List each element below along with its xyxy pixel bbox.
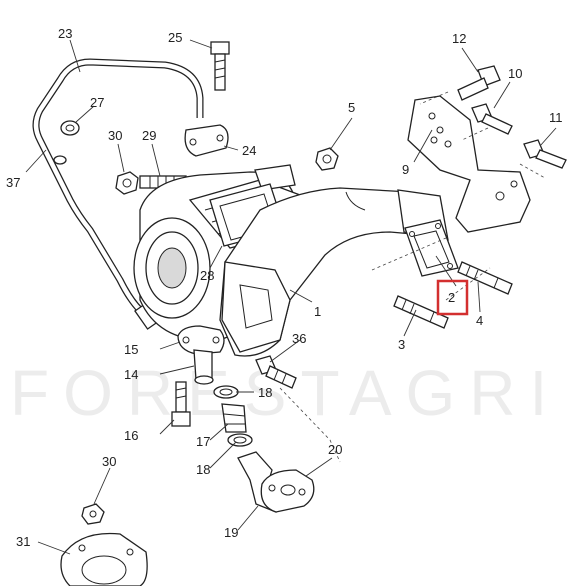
callout-18-lower: 18 (196, 462, 210, 477)
callout-15: 15 (124, 342, 138, 357)
callout-12: 12 (452, 31, 466, 46)
gasket-2[interactable] (404, 219, 459, 277)
assembly-line-e (519, 163, 546, 179)
washer-27[interactable] (60, 120, 80, 136)
bracket-9[interactable] (407, 95, 531, 233)
callout-30-upper: 30 (108, 128, 122, 143)
callout-24: 24 (242, 143, 256, 158)
highlight-box (436, 279, 469, 316)
bolt-11[interactable] (523, 139, 567, 169)
callout-23: 23 (58, 26, 72, 41)
nut-5[interactable] (315, 147, 339, 171)
nut-30-lower[interactable] (81, 503, 105, 525)
callout-25: 25 (168, 30, 182, 45)
callout-28: 28 (200, 268, 214, 283)
callout-19: 19 (224, 525, 238, 540)
callout-31: 31 (16, 534, 30, 549)
assembly-line-a (371, 237, 447, 271)
callout-20: 20 (328, 442, 342, 457)
stud-4[interactable] (457, 261, 513, 295)
callout-11: 11 (549, 110, 563, 125)
callout-36: 36 (292, 331, 306, 346)
bolt-12[interactable] (457, 65, 501, 101)
bolt-25[interactable] (210, 41, 230, 91)
callout-30-lower: 30 (102, 454, 116, 469)
hose-17[interactable] (221, 403, 247, 433)
oil-feed-pipe[interactable] (32, 58, 204, 330)
callout-16: 16 (124, 428, 138, 443)
callout-10: 10 (508, 66, 522, 81)
callout-29: 29 (142, 128, 156, 143)
assembly-line-f (279, 387, 341, 463)
assembly-line-c (419, 91, 449, 105)
assembly-line-d (461, 127, 489, 141)
callout-1: 1 (314, 304, 321, 319)
callout-4: 4 (476, 313, 483, 328)
bolt-10[interactable] (471, 103, 513, 135)
flange-15[interactable] (177, 325, 225, 355)
drain-pipe-19[interactable] (237, 451, 315, 513)
callout-3: 3 (398, 337, 405, 352)
callout-27: 27 (90, 95, 104, 110)
callout-14: 14 (124, 367, 138, 382)
callout-37: 37 (6, 175, 20, 190)
nut-30-top[interactable] (115, 171, 139, 195)
bolt-16[interactable] (171, 381, 191, 427)
callout-2: 2 (448, 290, 455, 305)
callout-9: 9 (402, 162, 409, 177)
banjo-flange[interactable] (184, 124, 229, 157)
pipe-14[interactable] (193, 349, 214, 385)
leader-lines (25, 39, 557, 555)
clamp-18-upper[interactable] (213, 385, 239, 399)
callout-18-upper: 18 (258, 385, 272, 400)
callout-17: 17 (196, 434, 210, 449)
bolt-36[interactable] (255, 355, 297, 389)
flange-31[interactable] (60, 532, 148, 586)
stud-3[interactable] (393, 295, 449, 329)
clamp-18-lower[interactable] (227, 433, 253, 447)
callout-5: 5 (348, 100, 355, 115)
watermark-text: FORESTAGRI (10, 357, 561, 429)
callout-labels: 1 2 3 4 5 9 10 11 12 14 15 16 17 18 18 1… (6, 26, 563, 549)
